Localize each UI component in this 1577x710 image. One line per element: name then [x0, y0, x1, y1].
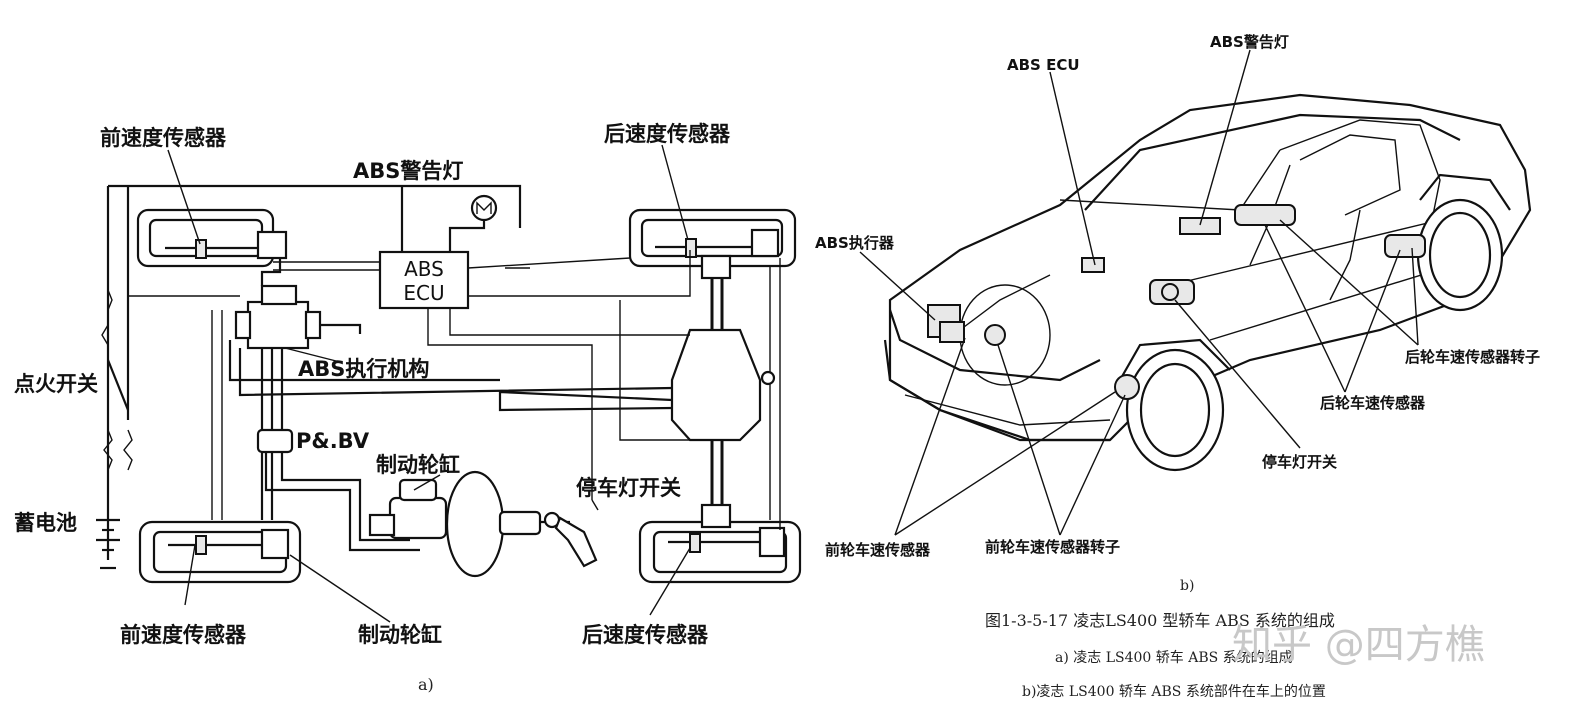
label-ignition-switch: 点火开关: [14, 372, 98, 396]
brake-booster: [368, 470, 598, 578]
label-brake-cylinder-mid: 制动轮缸: [376, 453, 460, 477]
caption-title: 图1-3-5-17 凌志LS400 型轿车 ABS 系统的组成: [985, 611, 1335, 630]
warning-lamp-unit: [1179, 217, 1221, 235]
ecu-label-line1: ABS: [404, 257, 444, 281]
ignition-fuse-battery: [96, 289, 133, 570]
stop-switch-unit: [1149, 279, 1195, 305]
label-rear-sensor-rotor: 后轮车速传感器转子: [1405, 348, 1540, 366]
label-stop-lamp-switch-b: 停车灯开关: [1262, 453, 1337, 471]
caption-line-b: b)凌志 LS400 轿车 ABS 系统部件在车上的位置: [1022, 683, 1326, 700]
label-front-speed-sensor-top: 前速度传感器: [100, 126, 227, 150]
front-left-wheel: [136, 208, 288, 268]
ecu-label-line2: ECU: [403, 281, 444, 305]
panel-b-car: ABS ECU ABS警告灯 ABS执行器 后轮车速传感器转子 后轮车速传感器 …: [815, 33, 1540, 594]
label-pbv: P&.BV: [296, 429, 370, 453]
label-rear-wheel-sensor: 后轮车速传感器: [1320, 394, 1426, 412]
label-abs-ecu: ABS ECU: [1007, 56, 1080, 74]
label-rear-speed-sensor-top: 后速度传感器: [604, 122, 731, 146]
watermark: 知乎 @四方樵: [1232, 622, 1485, 668]
panel-b-sublabel: b): [1180, 578, 1194, 594]
abs-ecu-box: ABS ECU: [378, 250, 470, 310]
label-front-speed-sensor-bottom: 前速度传感器: [120, 623, 247, 647]
panel-a-schematic: ABS ECU: [14, 122, 802, 694]
label-rear-speed-sensor-bottom: 后速度传感器: [582, 623, 709, 647]
label-abs-actuator: ABS执行机构: [298, 357, 429, 381]
actuator-unit: [927, 304, 965, 343]
figure-caption: 图1-3-5-17 凌志LS400 型轿车 ABS 系统的组成 a) 凌志 LS…: [985, 611, 1335, 700]
rear-right-wheel: [628, 208, 797, 268]
label-battery: 蓄电池: [14, 511, 77, 535]
front-left-wheel-bottom: [138, 520, 302, 584]
label-stop-lamp-switch: 停车灯开关: [576, 476, 681, 500]
front-rotor-right: [1114, 374, 1140, 400]
label-front-sensor-rotor: 前轮车速传感器转子: [985, 538, 1120, 556]
caption-line-a: a) 凌志 LS400 轿车 ABS 系统的组成: [1055, 649, 1293, 666]
abs-actuator-block: [234, 258, 362, 363]
label-brake-cylinder-bottom: 制动轮缸: [358, 623, 442, 647]
front-rotor-left: [984, 324, 1006, 346]
label-front-wheel-sensor: 前轮车速传感器: [825, 541, 931, 559]
label-abs-actuator-b: ABS执行器: [815, 234, 895, 252]
rear-right-wheel-bottom: [638, 520, 802, 584]
warning-lamp-symbol: [400, 186, 498, 252]
ecu-unit: [1081, 257, 1105, 273]
panel-a-sublabel: a): [418, 675, 434, 694]
rear-sensor-unit: [1234, 204, 1426, 258]
label-abs-warning-lamp-b: ABS警告灯: [1210, 33, 1289, 51]
label-abs-warning-lamp: ABS警告灯: [353, 159, 463, 183]
pbv-valve: [256, 428, 420, 552]
rear-differential: [498, 254, 762, 529]
